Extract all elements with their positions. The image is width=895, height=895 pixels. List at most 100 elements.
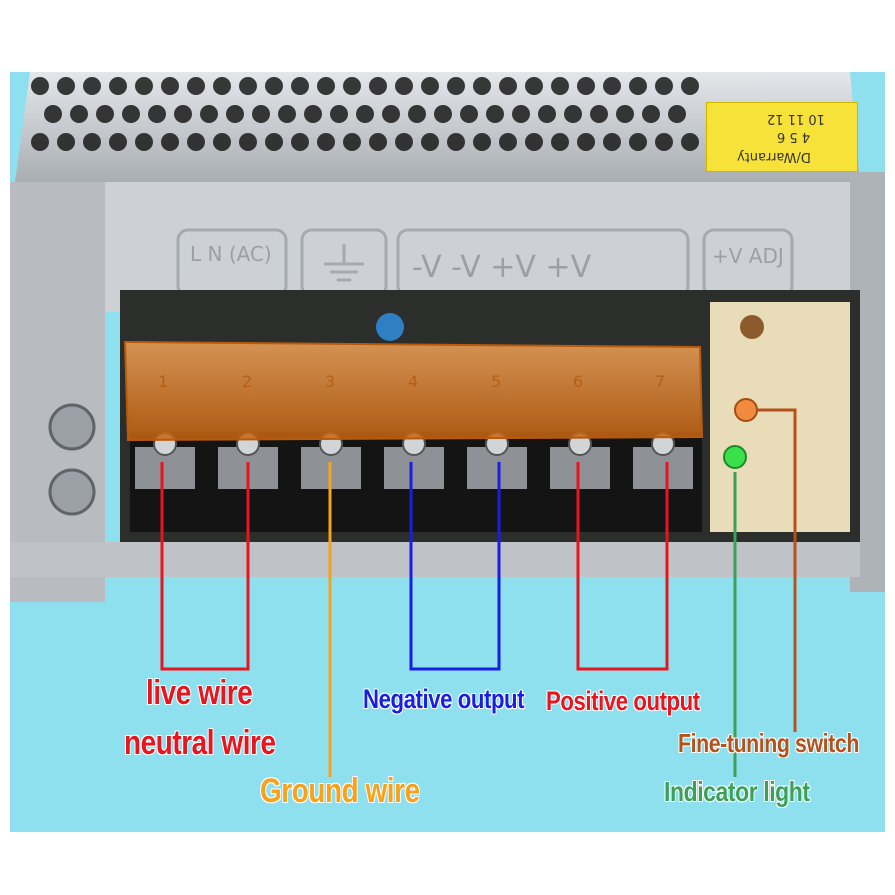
vent-hole xyxy=(135,133,153,151)
trimmer-potentiometer xyxy=(734,398,758,422)
vent-holes xyxy=(31,77,699,151)
vent-hole xyxy=(317,77,335,95)
vent-hole xyxy=(447,133,465,151)
terminal-number: 3 xyxy=(325,372,336,391)
adj-label: +V ADJ xyxy=(712,244,784,268)
product-photo: L N (AC) -V -V +V +V +V ADJ 10 11 12 4 5… xyxy=(10,72,885,832)
vent-hole xyxy=(369,77,387,95)
vent-hole xyxy=(421,77,439,95)
live-wire-label: live wire xyxy=(146,674,253,712)
vent-hole xyxy=(603,77,621,95)
vent-hole xyxy=(213,133,231,151)
vent-hole xyxy=(213,77,231,95)
vent-hole xyxy=(83,133,101,151)
vent-hole xyxy=(408,105,426,123)
vent-hole xyxy=(356,105,374,123)
vent-hole xyxy=(161,77,179,95)
vent-hole xyxy=(486,105,504,123)
vent-hole xyxy=(577,77,595,95)
vent-hole xyxy=(70,105,88,123)
terminal-screws xyxy=(135,432,693,489)
vent-hole xyxy=(655,133,673,151)
component xyxy=(740,315,764,339)
screw xyxy=(48,468,96,516)
vent-hole xyxy=(330,105,348,123)
vent-hole xyxy=(343,133,361,151)
fine-tuning-line xyxy=(758,408,797,732)
output-label: -V -V +V +V xyxy=(412,250,592,285)
vent-hole xyxy=(629,77,647,95)
negative-output-label: Negative output xyxy=(363,684,525,714)
ac-label: L N (AC) xyxy=(190,242,272,266)
vent-hole xyxy=(200,105,218,123)
terminal-number: 4 xyxy=(408,372,419,391)
vent-hole xyxy=(681,77,699,95)
vent-hole xyxy=(577,133,595,151)
vent-hole xyxy=(629,133,647,151)
sticker-numbers-bottom: 4 5 6 xyxy=(777,129,811,144)
sticker-warranty: D/Warranty xyxy=(737,149,811,164)
vent-hole xyxy=(382,105,400,123)
warranty-sticker: 10 11 12 4 5 6 D/Warranty xyxy=(706,102,858,172)
vent-hole xyxy=(83,77,101,95)
vent-hole xyxy=(161,133,179,151)
vent-hole xyxy=(473,77,491,95)
vent-hole xyxy=(499,133,517,151)
vent-hole xyxy=(538,105,556,123)
capacitor xyxy=(376,313,404,341)
terminal-number: 5 xyxy=(491,372,502,391)
vent-hole xyxy=(655,77,673,95)
vent-hole xyxy=(122,105,140,123)
vent-hole xyxy=(590,105,608,123)
terminal-number: 2 xyxy=(242,372,253,391)
vent-hole xyxy=(434,105,452,123)
vent-hole xyxy=(564,105,582,123)
vent-hole xyxy=(187,133,205,151)
positive-output-label: Positive output xyxy=(546,686,700,716)
vent-hole xyxy=(239,77,257,95)
vent-hole xyxy=(57,77,75,95)
vent-hole xyxy=(603,133,621,151)
live-neutral-line xyxy=(160,462,250,671)
vent-hole xyxy=(421,133,439,151)
terminal-number: 1 xyxy=(158,372,169,391)
vent-hole xyxy=(252,105,270,123)
vent-hole xyxy=(551,133,569,151)
ground-symbol-icon xyxy=(324,244,364,282)
vent-hole xyxy=(642,105,660,123)
vent-hole xyxy=(187,77,205,95)
vent-hole xyxy=(96,105,114,123)
pcb-board xyxy=(710,302,850,532)
terminal-cover xyxy=(123,340,704,442)
vent-hole xyxy=(31,77,49,95)
vent-hole xyxy=(395,133,413,151)
negative-line xyxy=(409,462,501,671)
vent-hole xyxy=(109,133,127,151)
positive-line xyxy=(576,462,669,671)
screw xyxy=(48,403,96,451)
vent-hole xyxy=(109,77,127,95)
ground-wire-label: Ground wire xyxy=(260,772,420,810)
vent-hole xyxy=(265,133,283,151)
vent-hole xyxy=(265,77,283,95)
side-panel xyxy=(10,182,105,602)
vent-hole xyxy=(499,77,517,95)
vent-hole xyxy=(135,77,153,95)
vent-hole xyxy=(291,133,309,151)
indicator-led xyxy=(723,445,747,469)
fine-tuning-switch-label: Fine-tuning switch xyxy=(678,728,859,758)
power-supply-illustration xyxy=(10,72,885,777)
vent-hole xyxy=(317,133,335,151)
vent-hole xyxy=(31,133,49,151)
vent-hole xyxy=(239,133,257,151)
vent-hole xyxy=(447,77,465,95)
vent-hole xyxy=(525,133,543,151)
vent-hole xyxy=(148,105,166,123)
vent-hole xyxy=(343,77,361,95)
vent-hole xyxy=(473,133,491,151)
terminal-number: 6 xyxy=(573,372,584,391)
terminal-number: 7 xyxy=(655,372,666,391)
bottom-panel xyxy=(10,542,860,577)
top-cover xyxy=(15,72,860,182)
indicator-light-label: Indicator light xyxy=(664,776,810,807)
